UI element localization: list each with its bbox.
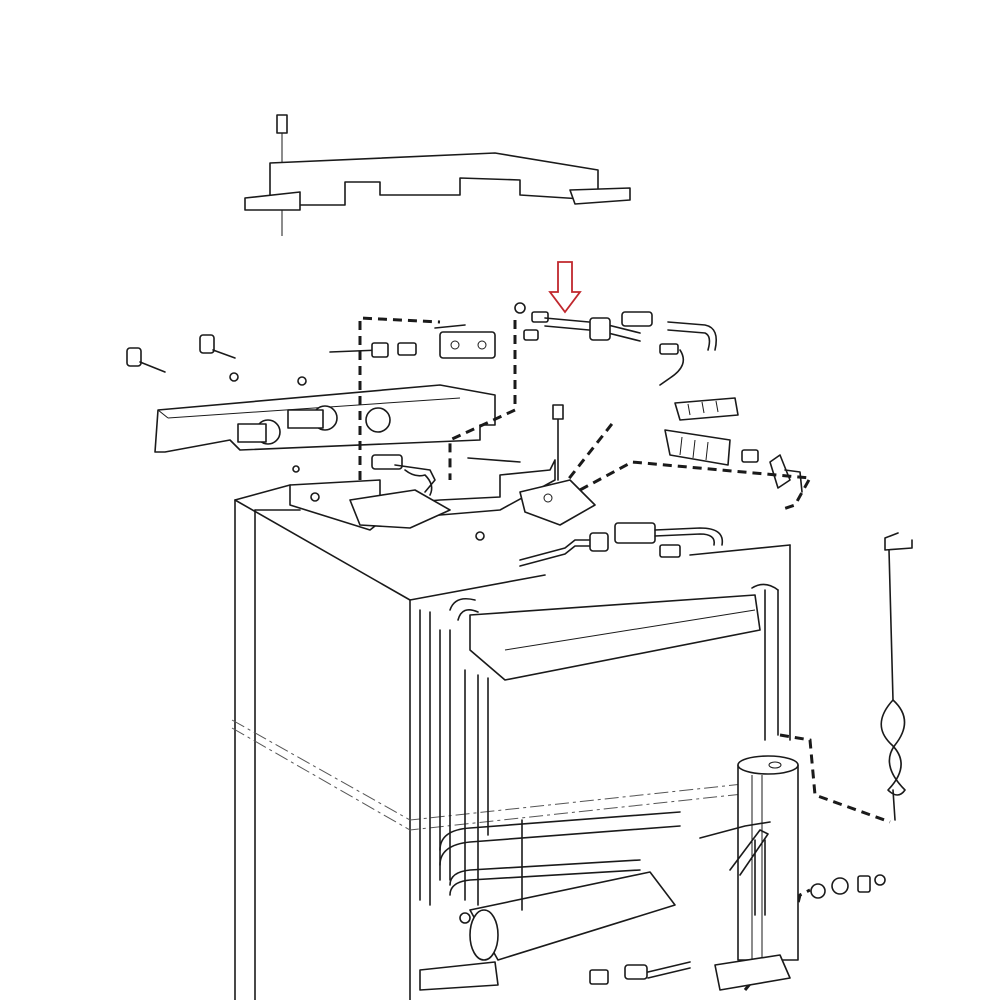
boiler-cylinder xyxy=(459,819,676,961)
top-cover-plate[interactable] xyxy=(244,114,631,236)
gas-valve-assembly[interactable] xyxy=(329,302,718,386)
ignition-electrode-parts[interactable] xyxy=(664,397,803,493)
cabinet-body xyxy=(231,484,791,1000)
mounting-bolts[interactable] xyxy=(126,334,307,473)
absorber-cylinder xyxy=(699,755,799,961)
burner-housing[interactable] xyxy=(154,384,496,453)
mounting-bracket[interactable] xyxy=(289,404,596,541)
flue-baffle-wire[interactable] xyxy=(880,532,913,821)
down-arrow-icon xyxy=(548,261,582,314)
gas-pipe-lower[interactable] xyxy=(519,522,724,567)
bottom-fittings[interactable] xyxy=(419,874,886,991)
evaporator-tubing xyxy=(419,583,779,906)
